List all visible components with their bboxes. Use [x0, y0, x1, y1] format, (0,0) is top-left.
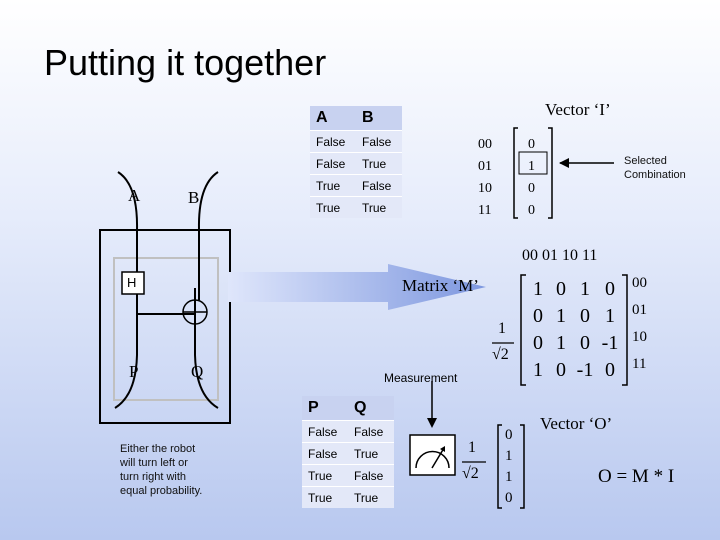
input-curve-a — [117, 171, 139, 231]
input-curve-b — [197, 171, 219, 231]
output-curve-q — [194, 354, 219, 409]
matrix-arrow — [228, 264, 486, 310]
h-gate-box — [121, 271, 145, 295]
robot-note: Either the robot will turn left or turn … — [120, 443, 203, 497]
fraction-numerator-2: 1 — [468, 439, 476, 456]
vector-o-label: Vector ‘O’ — [540, 414, 613, 433]
robot-frame — [99, 229, 231, 424]
label-p: P — [129, 362, 139, 381]
slide-title: Putting it together — [44, 42, 327, 83]
inner-frame — [113, 257, 219, 401]
equation: O = M * I — [598, 466, 675, 487]
vector-i-label: Vector ‘I’ — [545, 100, 611, 119]
output-curve-p — [114, 354, 138, 409]
fraction-numerator: 1 — [498, 320, 506, 337]
label-a: A — [128, 186, 141, 205]
input-codes: 00 01 10 11 — [478, 137, 492, 218]
fraction-denominator-2: √2 — [462, 465, 479, 482]
measurement-meter — [409, 434, 456, 476]
matrix-column-header: 00 01 10 11 — [522, 247, 598, 264]
matrix-label: Matrix ‘M’ — [402, 276, 479, 295]
fraction-denominator: √2 — [492, 346, 509, 363]
label-b: B — [188, 188, 200, 207]
vector-i: 0 1 0 0 — [528, 137, 535, 218]
label-q: Q — [191, 362, 204, 381]
label-h: H — [127, 275, 137, 290]
selected-combination-label: Selected Combination — [624, 155, 686, 181]
measurement-label: Measurement — [384, 371, 458, 385]
matrix-row-headers: 00 01 10 11 — [632, 275, 647, 372]
vector-o: 0 1 1 0 — [505, 427, 513, 506]
